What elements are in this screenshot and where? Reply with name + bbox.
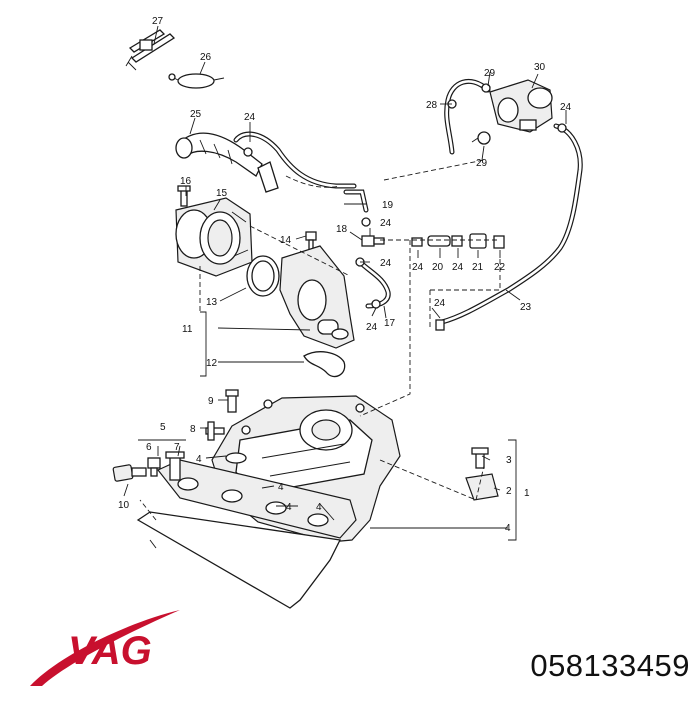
part-26-clamp	[168, 73, 225, 89]
callout-4-e: 4	[505, 523, 511, 534]
callout-24-center-b: 24	[380, 258, 392, 269]
callout-16: 16	[180, 176, 192, 187]
part-number: 058133459	[530, 648, 690, 683]
callout-22: 22	[494, 262, 506, 273]
callout-19: 19	[382, 200, 394, 211]
callout-27: 27	[152, 16, 164, 27]
callout-28: 28	[426, 100, 438, 111]
part-15-throttle-body	[175, 197, 253, 277]
part-18-fitting	[361, 235, 385, 247]
part-2-actuator	[465, 447, 499, 501]
callout-24-center-a: 24	[380, 218, 392, 229]
callout-3: 3	[506, 455, 512, 466]
part-27-clip	[125, 29, 176, 71]
part-16-screw	[177, 185, 191, 207]
callout-20: 20	[432, 262, 444, 273]
callout-24-right: 24	[560, 102, 572, 113]
dashed-guides	[139, 159, 501, 521]
callout-10: 10	[118, 500, 130, 511]
part-6-bolt	[147, 457, 161, 477]
callout-15: 15	[216, 188, 228, 199]
part-13-gasket	[246, 255, 280, 297]
callout-14: 14	[280, 235, 292, 246]
part-20-21-22-inline	[411, 233, 505, 331]
callout-9: 9	[208, 396, 214, 407]
callout-4-a: 4	[196, 454, 202, 465]
callout-6: 6	[146, 442, 152, 453]
callout-4-c: 4	[286, 502, 292, 513]
part-8-bolt	[205, 421, 225, 441]
callout-labels: 27 26 25 24 16 15 14 13 11 12 9 8 5 6 7 …	[118, 16, 572, 534]
callout-5: 5	[160, 422, 166, 433]
callout-26: 26	[200, 52, 212, 63]
callout-24-center-c: 24	[366, 322, 378, 333]
callout-25: 25	[190, 109, 202, 120]
part-center-vent-hose	[343, 189, 391, 309]
callout-1: 1	[524, 488, 530, 499]
part-9-bolt	[225, 389, 239, 413]
callout-2: 2	[506, 486, 512, 497]
callout-21: 21	[472, 262, 484, 273]
callout-12: 12	[206, 358, 218, 369]
callout-29-top: 29	[484, 68, 496, 79]
callout-8: 8	[190, 424, 196, 435]
callout-29-bottom: 29	[476, 158, 488, 169]
callout-17: 17	[384, 318, 396, 329]
part-5-bolt	[165, 451, 185, 481]
callout-24-inline-a: 24	[412, 262, 424, 273]
callout-4-b: 4	[278, 482, 284, 493]
callout-4-d: 4	[316, 502, 322, 513]
callout-24: 24	[244, 112, 256, 123]
part-23-hose	[439, 123, 583, 325]
callout-24-lower: 24	[434, 298, 446, 309]
vag-logo: VAG	[28, 606, 188, 690]
callout-13: 13	[206, 297, 218, 308]
leader-lines	[123, 25, 567, 549]
part-11-intake-elbow	[279, 245, 355, 349]
callout-11: 11	[182, 324, 193, 335]
callout-23: 23	[520, 302, 532, 313]
callout-18: 18	[336, 224, 348, 235]
svg-text:VAG: VAG	[68, 629, 152, 673]
callout-24-inline-b: 24	[452, 262, 464, 273]
part-7-flange-gasket	[136, 459, 357, 609]
part-12-seal	[303, 351, 346, 378]
part-10-sensor	[112, 464, 147, 482]
part-29-clamp	[471, 131, 491, 145]
callout-30: 30	[534, 62, 546, 73]
part-30-valve	[489, 79, 553, 133]
part-top-vent-hose	[233, 131, 357, 193]
callout-7-upper: 7	[174, 442, 180, 453]
